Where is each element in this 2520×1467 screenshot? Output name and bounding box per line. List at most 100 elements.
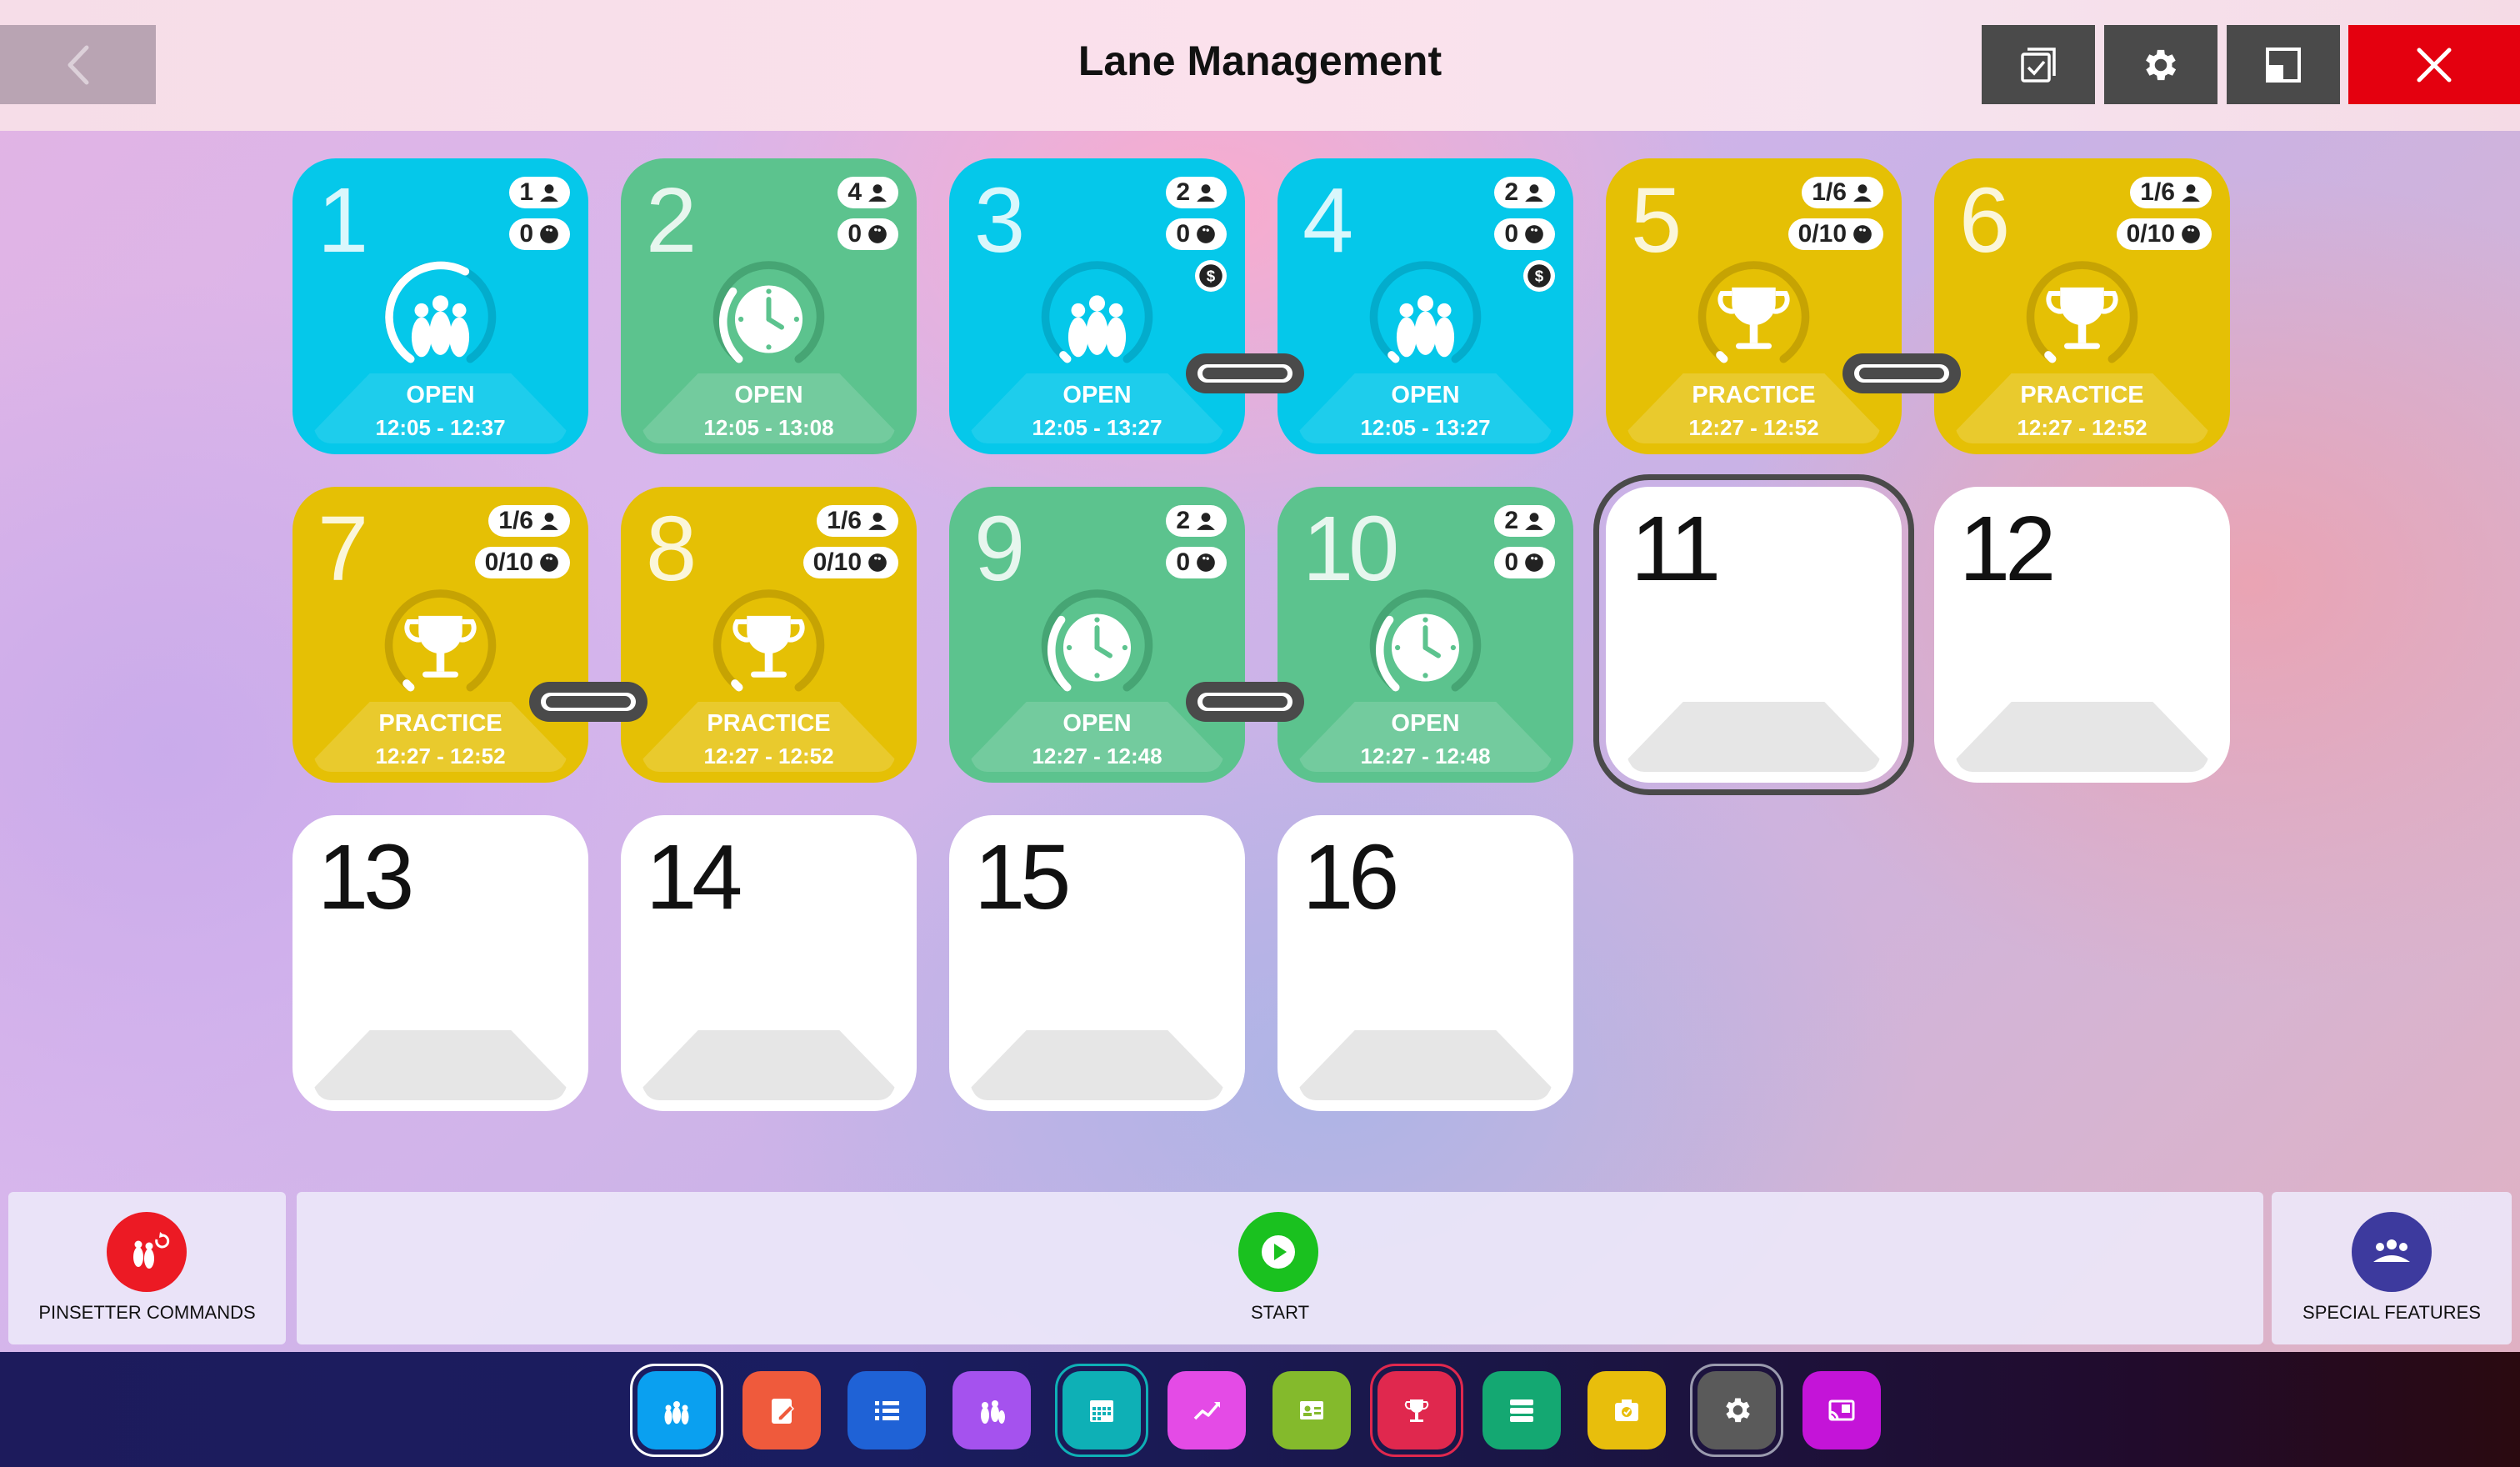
players-count: 2 xyxy=(1176,507,1190,534)
clock-icon xyxy=(1369,589,1482,692)
svg-text:$: $ xyxy=(1207,267,1216,284)
dock-lanes-button[interactable] xyxy=(630,1364,723,1457)
pinsetter-commands-panel[interactable]: PINSETTER COMMANDS xyxy=(8,1192,286,1344)
person-icon xyxy=(868,513,887,530)
dock-settings-button[interactable] xyxy=(1690,1364,1783,1457)
dock-statistics-button[interactable] xyxy=(1168,1371,1246,1449)
link-icon xyxy=(1842,353,1961,393)
start-panel[interactable]: START xyxy=(297,1192,2263,1344)
lane-time: 12:05 - 13:27 xyxy=(1360,415,1491,440)
settings-button[interactable] xyxy=(2104,25,2218,104)
lane-card-11[interactable]: 11 xyxy=(1593,474,1914,795)
bowling-ball-icon xyxy=(868,553,887,572)
lane-status: OPEN xyxy=(734,382,803,408)
lane-base xyxy=(314,1030,567,1100)
window-resize-icon xyxy=(2266,47,2301,83)
bowling-ball-icon xyxy=(1525,225,1543,243)
lane-number: 4 xyxy=(1302,169,1353,272)
special-features-panel[interactable]: SPECIAL FEATURES xyxy=(2272,1192,2512,1344)
lane-status: OPEN xyxy=(1391,382,1460,408)
person-icon xyxy=(868,184,887,202)
players-count: 1/6 xyxy=(1812,178,1847,206)
app-dock xyxy=(0,1352,2520,1467)
gear-icon xyxy=(1726,1398,1750,1423)
dock-notes-button[interactable] xyxy=(742,1371,821,1449)
dock-tournament-button[interactable] xyxy=(1370,1364,1463,1457)
players-badge: 2 xyxy=(1494,177,1555,208)
lane-status: OPEN xyxy=(1391,710,1460,737)
top-bar: Lane Management xyxy=(0,0,2520,131)
calendar-icon xyxy=(1090,1400,1113,1422)
games-badge: 0/10 xyxy=(802,547,898,578)
lane-link-9-10[interactable] xyxy=(1182,678,1308,725)
lane-number: 8 xyxy=(646,498,697,600)
games-badge: 0 xyxy=(838,218,898,250)
lane-link-7-8[interactable] xyxy=(526,678,651,725)
lane-base xyxy=(1299,1030,1552,1100)
lane-link-5-6[interactable] xyxy=(1839,350,1964,397)
games-count: 0 xyxy=(1504,548,1518,576)
lane-base xyxy=(971,1030,1223,1100)
players-badge: 1/6 xyxy=(1802,177,1883,208)
person-icon xyxy=(2182,184,2200,202)
payment-badge: $ xyxy=(1195,260,1227,292)
games-badge: 0 xyxy=(1494,218,1555,250)
players-badge: 2 xyxy=(1494,505,1555,537)
lane-link-3-4[interactable] xyxy=(1182,350,1308,397)
lane-number: 2 xyxy=(646,169,697,272)
dock-list-button[interactable] xyxy=(848,1371,926,1449)
lane-time: 12:05 - 12:37 xyxy=(375,415,506,440)
dock-camera-button[interactable] xyxy=(1588,1371,1666,1449)
lane-number: 6 xyxy=(1959,169,2010,272)
dock-players-button[interactable] xyxy=(952,1371,1031,1449)
dock-cast-button[interactable] xyxy=(1802,1371,1881,1449)
close-button[interactable] xyxy=(2348,25,2520,104)
id-card-icon xyxy=(1300,1401,1323,1419)
lane-card-13[interactable]: 13 xyxy=(292,815,588,1111)
person-icon xyxy=(1197,184,1215,202)
lane-number: 1 xyxy=(318,169,368,272)
pins-group-icon xyxy=(981,1400,1005,1424)
dock-card-button[interactable] xyxy=(1272,1371,1351,1449)
link-icon xyxy=(1186,682,1304,722)
window-mode-button[interactable] xyxy=(2227,25,2340,104)
close-icon xyxy=(2417,48,2452,82)
start-label: START xyxy=(1250,1302,1310,1323)
games-badge: 0 xyxy=(509,218,570,250)
players-badge: 1/6 xyxy=(817,505,898,537)
games-badge: 0/10 xyxy=(1788,218,1883,250)
bowling-ball-icon xyxy=(540,225,558,243)
players-count: 1 xyxy=(519,178,533,206)
lane-time: 12:27 - 12:52 xyxy=(1688,415,1819,440)
games-count: 0 xyxy=(1176,220,1190,248)
lane-base xyxy=(642,1030,895,1100)
lane-card-15[interactable]: 15 xyxy=(949,815,1245,1111)
pins-icon xyxy=(664,1401,689,1424)
dock-server-button[interactable] xyxy=(1482,1371,1561,1449)
lane-card-12[interactable]: 12 xyxy=(1934,487,2230,783)
person-icon xyxy=(1525,513,1543,530)
players-badge: 1 xyxy=(509,177,570,208)
pins-icon xyxy=(1041,261,1153,363)
dock-calendar-button[interactable] xyxy=(1055,1364,1148,1457)
players-badge: 1/6 xyxy=(488,505,570,537)
dollar-icon: $ xyxy=(1199,264,1222,288)
back-button[interactable] xyxy=(0,25,156,104)
trophy-icon xyxy=(1698,261,1810,363)
lane-card-16[interactable]: 16 xyxy=(1278,815,1573,1111)
select-lanes-button[interactable] xyxy=(1982,25,2095,104)
lane-card-14[interactable]: 14 xyxy=(621,815,917,1111)
list-icon xyxy=(875,1401,899,1420)
chart-icon xyxy=(1193,1402,1220,1420)
games-count: 0/10 xyxy=(812,548,862,576)
